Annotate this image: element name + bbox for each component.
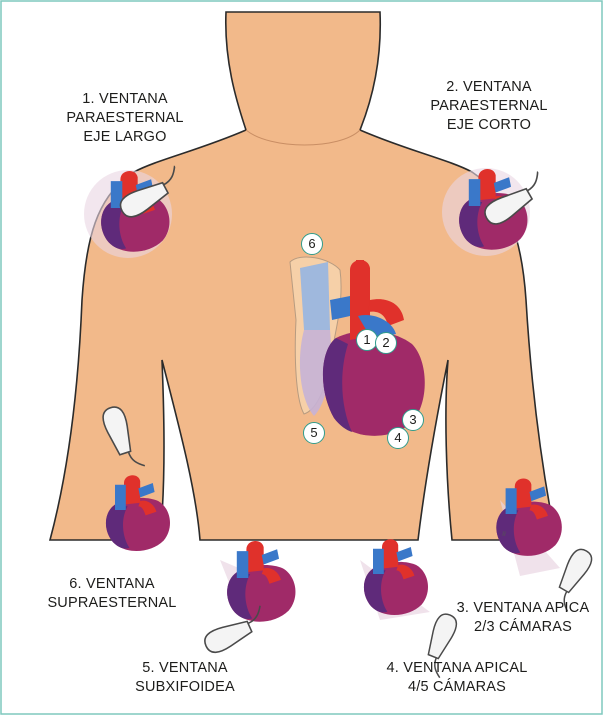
marker-2: 2 <box>375 332 397 354</box>
label-view-1-line2: PARAESTERNAL <box>52 109 198 128</box>
label-view-2-line2: PARAESTERNAL <box>414 97 564 116</box>
label-view-1-line3: EJE LARGO <box>52 128 198 147</box>
label-view-5-line1: 5. VENTANA <box>124 659 246 678</box>
artist-signature: ≈ <box>499 531 509 536</box>
label-view-5: 5. VENTANA SUBXIFOIDEA <box>124 659 246 697</box>
label-view-2-line1: 2. VENTANA <box>414 78 564 97</box>
heart-view-2 <box>442 168 551 256</box>
marker-5: 5 <box>303 422 325 444</box>
label-view-3: 3. VENTANA APICA 2/3 CÁMARAS <box>444 599 602 637</box>
label-view-1-line1: 1. VENTANA <box>52 90 198 109</box>
marker-4: 4 <box>387 427 409 449</box>
marker-3: 3 <box>402 409 424 431</box>
label-view-2-line3: EJE CORTO <box>414 116 564 135</box>
label-view-3-line1: 3. VENTANA APICA <box>444 599 602 618</box>
label-view-4-line2: 4/5 CÁMARAS <box>373 678 541 697</box>
label-view-6: 6. VENTANA SUPRAESTERNAL <box>42 575 182 613</box>
label-view-4: 4. VENTANA APICAL 4/5 CÁMARAS <box>373 659 541 697</box>
marker-6: 6 <box>301 233 323 255</box>
label-view-6-line1: 6. VENTANA <box>42 575 182 594</box>
label-view-5-line2: SUBXIFOIDEA <box>124 678 246 697</box>
label-view-1: 1. VENTANA PARAESTERNAL EJE LARGO <box>52 90 198 147</box>
heart-view-5 <box>200 541 295 656</box>
label-view-4-line1: 4. VENTANA APICAL <box>373 659 541 678</box>
label-view-2: 2. VENTANA PARAESTERNAL EJE CORTO <box>414 78 564 135</box>
label-view-6-line2: SUPRAESTERNAL <box>42 594 182 613</box>
label-view-3-line2: 2/3 CÁMARAS <box>444 618 602 637</box>
